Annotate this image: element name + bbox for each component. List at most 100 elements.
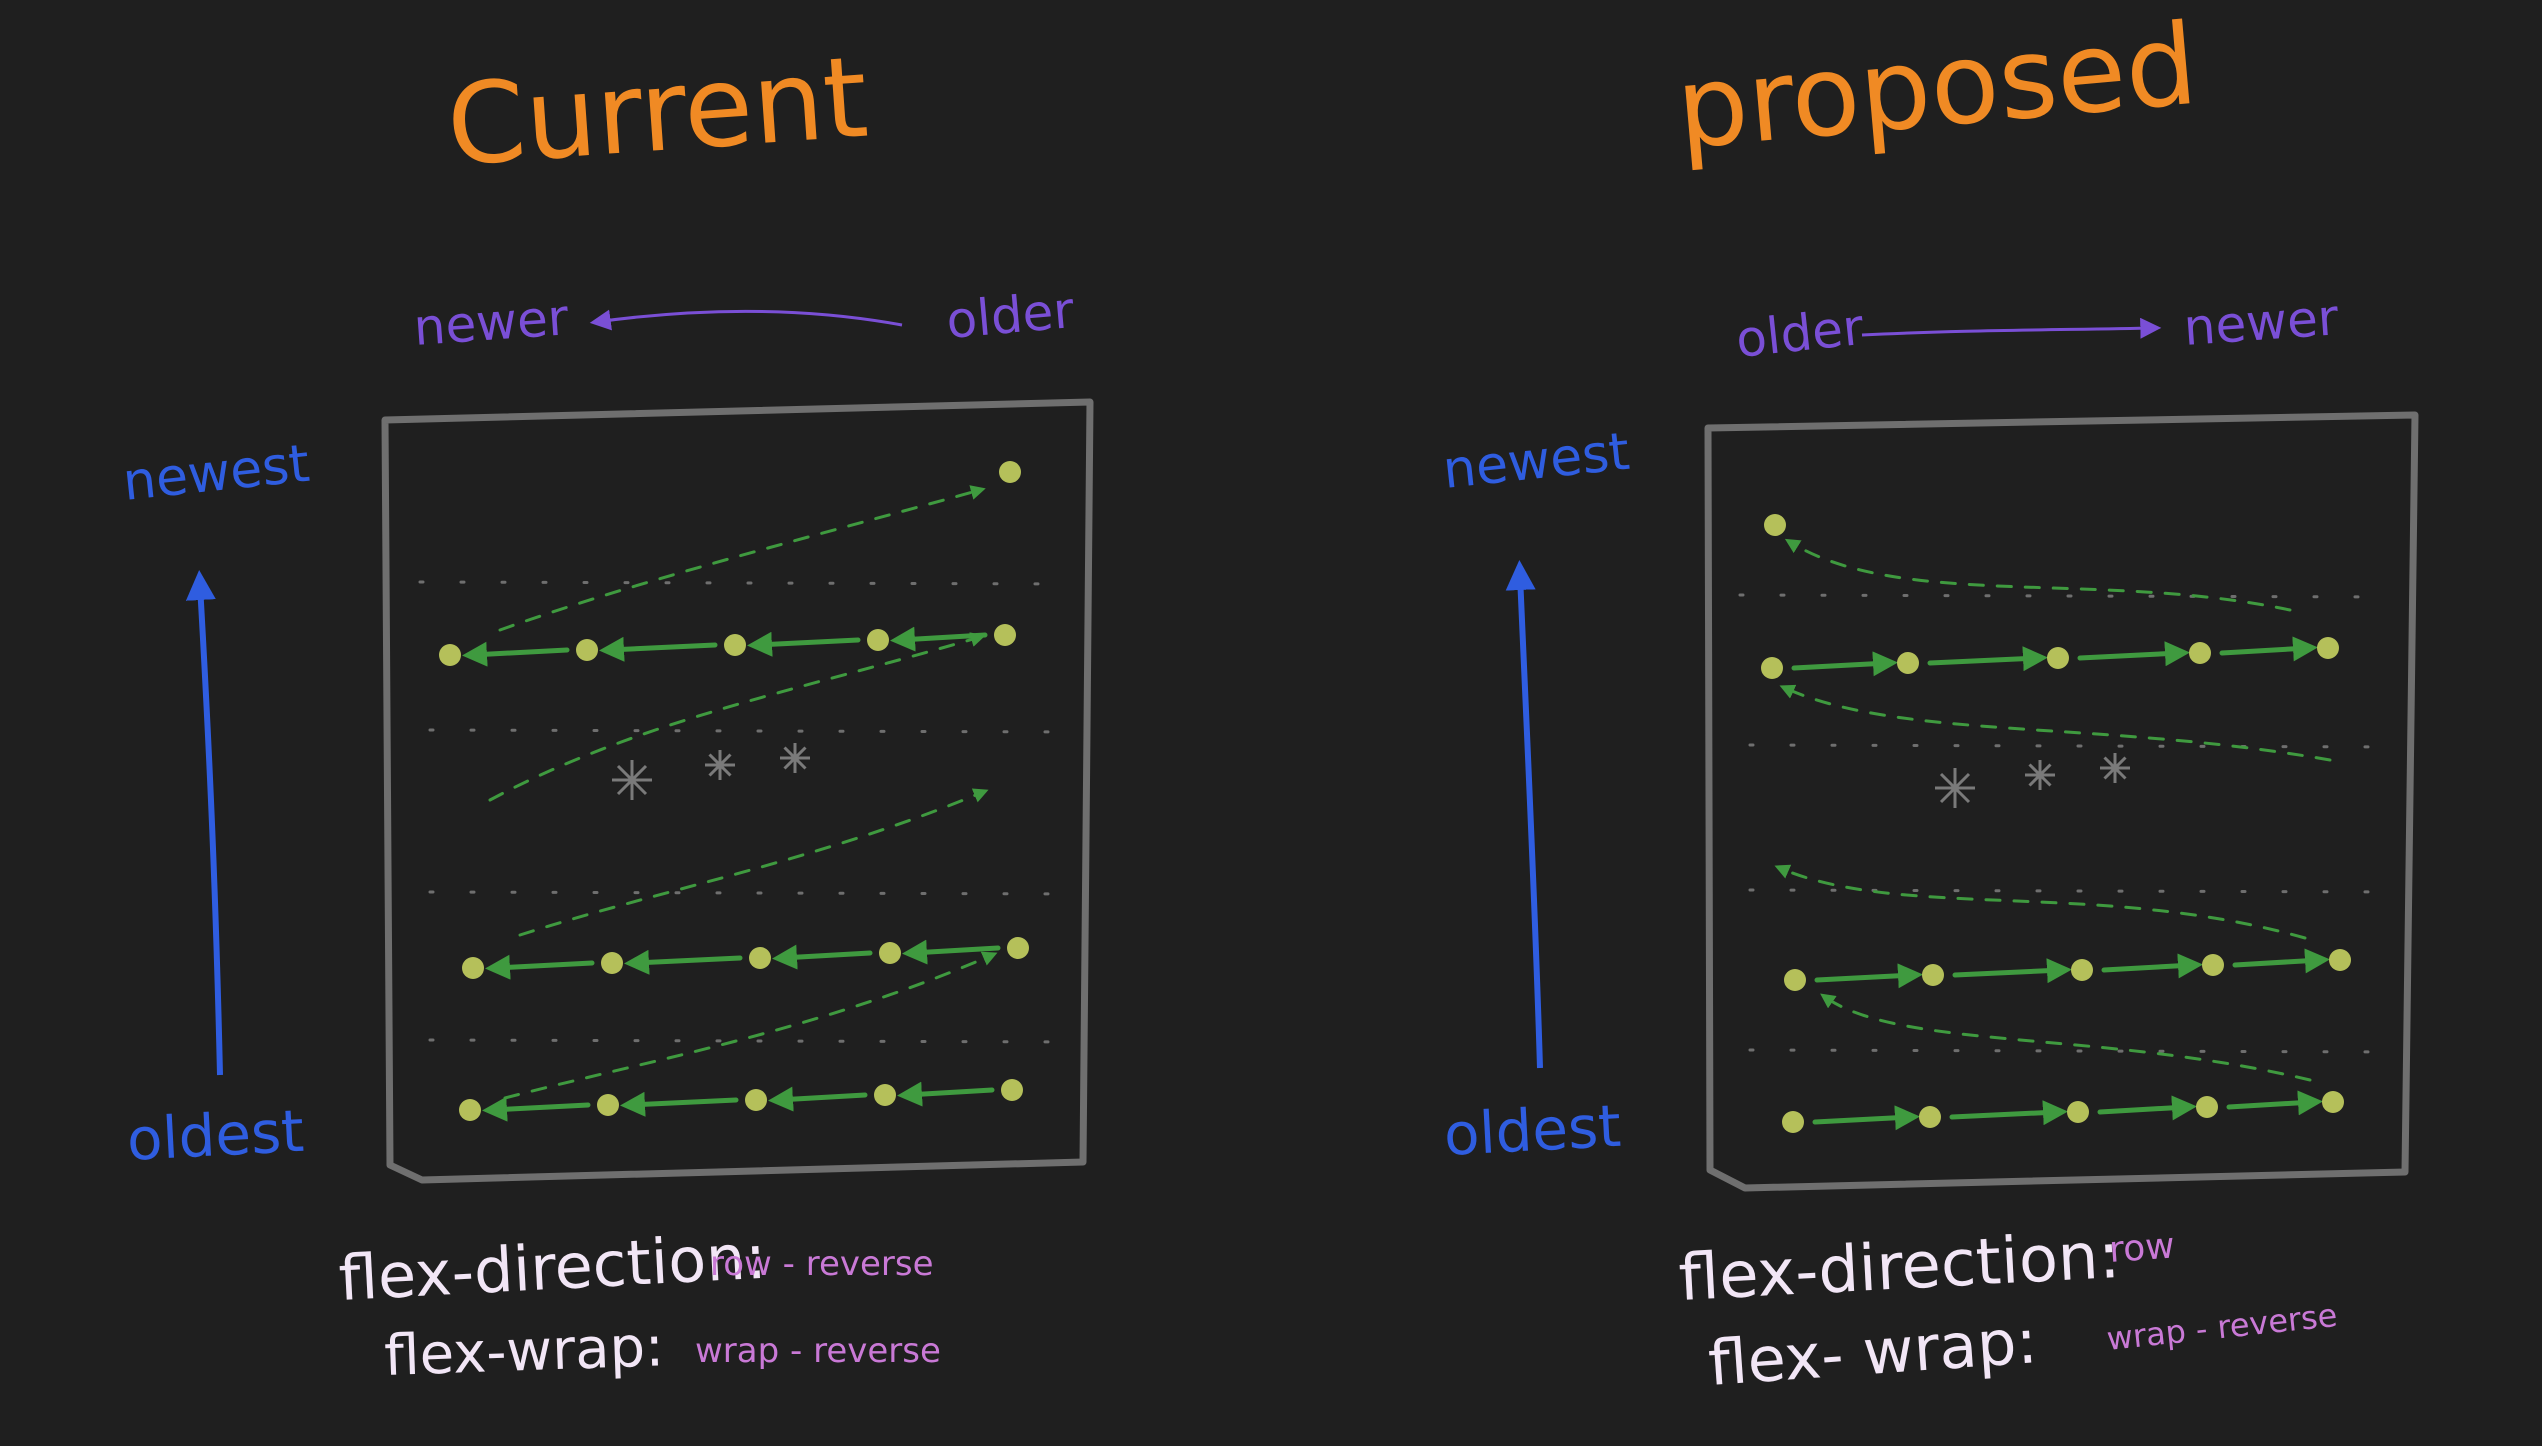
order-arrow <box>589 309 903 331</box>
flow-arrow <box>902 939 1001 965</box>
flex-item <box>2067 1101 2089 1123</box>
flow-arrow <box>462 641 570 667</box>
flow-arrow <box>2101 953 2203 979</box>
row-separator <box>428 1038 1077 1044</box>
flow-arrow <box>1791 651 1898 677</box>
flex-item <box>724 634 746 656</box>
ellipsis-mark <box>1935 768 1975 808</box>
flex-item <box>994 624 1016 646</box>
flow-arrow <box>1949 1100 2068 1126</box>
property-name: flex-wrap: <box>383 1314 665 1389</box>
flex-item <box>2322 1091 2344 1113</box>
flex-item <box>1919 1106 1941 1128</box>
order-label-left: newer <box>412 288 571 357</box>
flex-item <box>2202 954 2224 976</box>
flex-item <box>462 957 484 979</box>
flow-arrow <box>482 1096 591 1122</box>
container-frame <box>381 398 1094 1184</box>
row-separator <box>428 890 1077 896</box>
property-name: flex- wrap: <box>1706 1304 2040 1400</box>
row-separator <box>1748 888 2402 894</box>
flow-arrow <box>897 1081 995 1107</box>
time-label-bottom: oldest <box>125 1097 305 1174</box>
row-separator <box>418 580 1072 586</box>
ellipsis-mark <box>2025 760 2055 790</box>
flex-item <box>1764 514 1786 536</box>
flex-item <box>2317 637 2339 659</box>
row-separator <box>1748 1048 2402 1054</box>
flow-arrow <box>2226 1090 2323 1116</box>
row-separator <box>1738 593 2397 599</box>
css-properties: flex-direction: row - reverse flex-wrap:… <box>337 1220 941 1389</box>
property-name: flex-direction: <box>1677 1219 2122 1316</box>
row-separator <box>428 728 1077 734</box>
container-frame <box>1704 411 2419 1192</box>
wrap-path <box>1779 684 2332 762</box>
flex-item <box>2329 949 2351 971</box>
time-axis: newest oldest <box>120 434 312 1174</box>
flex-item <box>1007 937 1029 959</box>
property-value: wrap - reverse <box>695 1331 941 1371</box>
flex-item <box>1761 657 1783 679</box>
flow-arrow <box>747 631 861 657</box>
wrap-path <box>503 951 998 1100</box>
panel-title: Current <box>443 33 872 192</box>
ellipsis-mark <box>612 760 652 800</box>
flow-arrow <box>2077 641 2190 667</box>
flow-arrow <box>624 949 743 975</box>
order-arrow <box>1861 317 2162 339</box>
flow-arrow <box>768 1086 868 1112</box>
property-value: row - reverse <box>710 1244 934 1284</box>
flex-item <box>439 644 461 666</box>
flex-item <box>1001 1079 1023 1101</box>
flex-item <box>1782 1111 1804 1133</box>
panel-current: Current newer older newest oldest flex-d… <box>120 33 1094 1389</box>
flex-item <box>2071 959 2093 981</box>
flow-arrow <box>620 1091 739 1117</box>
flex-item <box>874 1084 896 1106</box>
flow-arrow <box>599 636 718 662</box>
flow-arrow <box>772 944 873 970</box>
panel-title: proposed <box>1671 0 2202 175</box>
time-arrow <box>1505 560 1543 1069</box>
flow-arrow <box>485 954 595 980</box>
container-content <box>418 461 1077 1122</box>
flow-arrow <box>2219 636 2318 662</box>
flex-item <box>999 461 1021 483</box>
flex-item <box>2047 647 2069 669</box>
wrap-path <box>488 632 986 802</box>
flow-arrow <box>2232 948 2330 974</box>
flex-item <box>1784 969 1806 991</box>
css-properties: flex-direction: row flex- wrap: wrap - r… <box>1677 1219 2339 1400</box>
flex-item <box>745 1089 767 1111</box>
flex-item <box>2196 1096 2218 1118</box>
flow-arrow <box>1814 963 1923 989</box>
flex-item <box>749 947 771 969</box>
flex-item <box>576 639 598 661</box>
time-label-top: newest <box>1440 422 1632 501</box>
container-content <box>1738 514 2402 1133</box>
flex-item <box>1897 652 1919 674</box>
ellipsis-mark <box>705 750 735 780</box>
flex-item <box>597 1094 619 1116</box>
flex-item <box>867 629 889 651</box>
ellipsis-mark <box>2100 753 2130 783</box>
row-separator <box>1748 743 2402 749</box>
time-label-bottom: oldest <box>1442 1092 1622 1169</box>
property-value: row <box>2108 1226 2176 1271</box>
wrap-path <box>1774 864 2307 940</box>
flex-item <box>459 1099 481 1121</box>
wrap-path <box>518 788 989 937</box>
flow-arrow <box>2097 1095 2197 1121</box>
panel-proposed: proposed older newer newest oldest flex-… <box>1440 0 2419 1400</box>
order-label-right: newer <box>2182 288 2341 357</box>
ellipsis-mark <box>780 743 810 773</box>
property-value: wrap - reverse <box>2105 1296 2339 1358</box>
flex-item <box>1922 964 1944 986</box>
property-name: flex-direction: <box>337 1220 768 1315</box>
flow-arrow <box>1952 958 2072 984</box>
time-label-top: newest <box>120 434 312 513</box>
time-arrow <box>185 570 223 1076</box>
flow-arrow <box>1927 646 2048 672</box>
